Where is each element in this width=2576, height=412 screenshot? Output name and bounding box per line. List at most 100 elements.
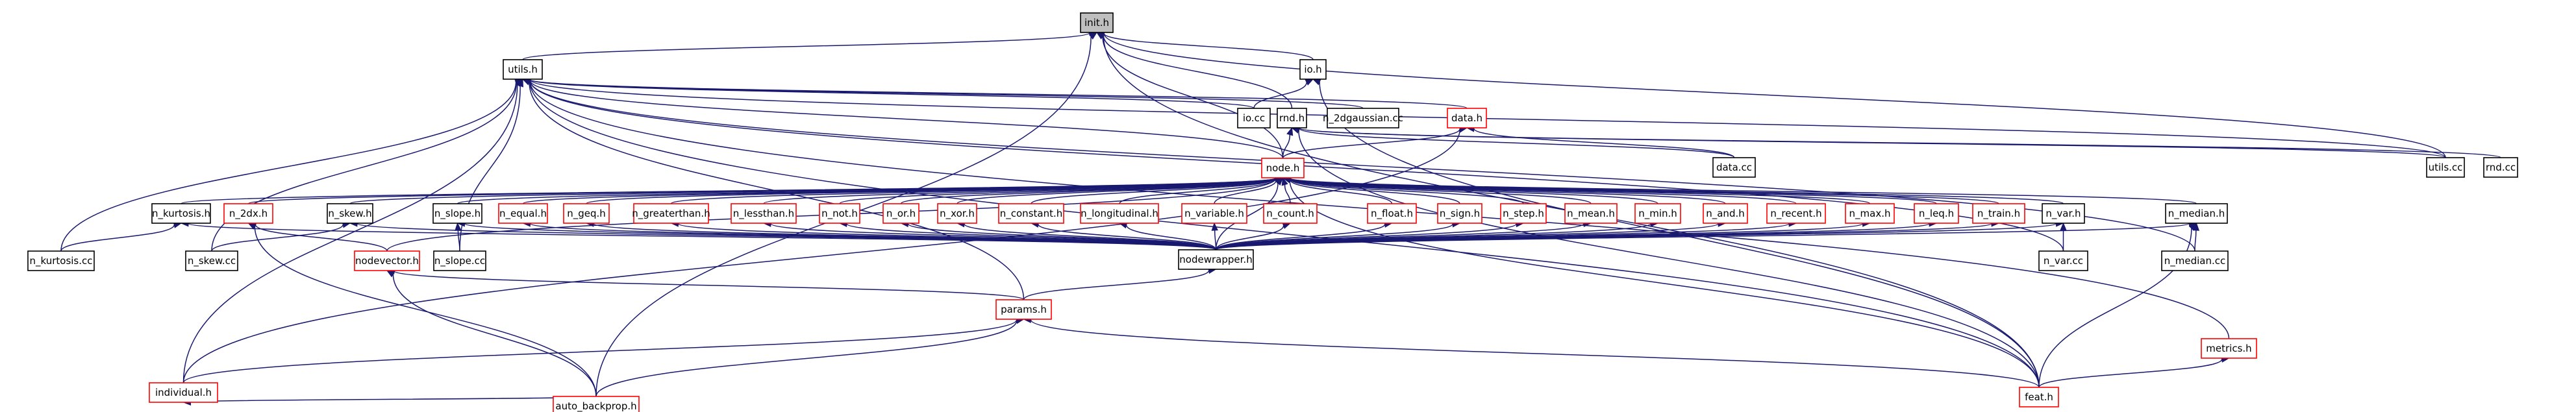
node-n-variable-h[interactable]: n_variable.h <box>1181 203 1247 224</box>
node-box <box>2042 203 2085 224</box>
node-n-mean-h[interactable]: n_mean.h <box>1564 203 1618 224</box>
node-data-h[interactable]: data.h <box>1447 108 1487 128</box>
node-n-constant-h[interactable]: n_constant.h <box>998 203 1064 224</box>
node-n-train-h[interactable]: n_train.h <box>1972 203 2025 224</box>
node-box <box>223 203 273 224</box>
edge-line <box>677 223 1217 250</box>
node-label: io.h <box>1304 64 1321 75</box>
node-n-min-h[interactable]: n_min.h <box>1634 203 1681 224</box>
node-box <box>553 396 640 412</box>
edge-line <box>255 224 388 252</box>
node-label: n_slope.h <box>434 208 481 220</box>
node-box <box>151 203 211 224</box>
node-n-sign-h[interactable]: n_sign.h <box>1437 203 1482 224</box>
node-n-var-h[interactable]: n_var.h <box>2042 203 2085 224</box>
edge-arrowhead <box>1088 32 1098 40</box>
edge-line <box>1289 179 1393 204</box>
edge-line <box>254 226 597 397</box>
edge-line <box>1253 82 1307 109</box>
node-n-xor-h[interactable]: n_xor.h <box>937 203 977 224</box>
node-label: n_or.h <box>886 208 916 220</box>
edge-utils-h-to-init-h <box>522 29 1098 60</box>
edge-line <box>529 79 1364 109</box>
node-n-kurtosis-h[interactable]: n_kurtosis.h <box>151 203 211 224</box>
node-io-cc[interactable]: io.cc <box>1237 108 1271 128</box>
node-label: n_variable.h <box>1184 208 1244 220</box>
node-n-max-h[interactable]: n_max.h <box>1845 203 1895 224</box>
node-label: individual.h <box>155 387 212 398</box>
node-n-equal-h[interactable]: n_equal.h <box>498 203 548 224</box>
node-label: node.h <box>1266 162 1300 174</box>
edge-line <box>1289 178 1592 204</box>
node-n-slope-h[interactable]: n_slope.h <box>432 203 482 224</box>
node-n-2dx-h[interactable]: n_2dx.h <box>223 203 273 224</box>
node-label: n_and.h <box>1706 208 1745 220</box>
node-n-recent-h[interactable]: n_recent.h <box>1766 203 1826 224</box>
edge-auto-backprop-h-to-nodevector-h <box>386 270 597 397</box>
node-n-skew-cc[interactable]: n_skew.cc <box>185 250 238 271</box>
node-n-float-h[interactable]: n_float.h <box>1367 203 1417 224</box>
edge-feat-h-to-params-h <box>1023 316 2040 388</box>
node-n-count-h[interactable]: n_count.h <box>1263 203 1318 224</box>
node-n-skew-h[interactable]: n_skew.h <box>327 203 373 224</box>
edge-n-slope-cc-to-n-slope-h <box>455 222 462 252</box>
node-n-and-h[interactable]: n_and.h <box>1703 203 1748 224</box>
node-label: feat.h <box>2025 391 2053 403</box>
node-individual-h[interactable]: individual.h <box>149 382 218 403</box>
node-n-median-cc[interactable]: n_median.cc <box>2161 250 2229 271</box>
edge-auto-backprop-h-to-individual-h <box>182 396 597 406</box>
edge-arrowhead <box>386 270 395 278</box>
edge-node-h-to-data-h <box>1282 125 1468 159</box>
node-n-geq-h[interactable]: n_geq.h <box>563 203 610 224</box>
node-n-var-cc[interactable]: n_var.cc <box>2038 250 2088 271</box>
node-n-step-h[interactable]: n_step.h <box>1500 203 1547 224</box>
node-nodewrapper-h[interactable]: nodewrapper.h <box>1178 249 1254 270</box>
node-utils-cc[interactable]: utils.cc <box>2426 157 2465 178</box>
edge-line <box>1214 180 1277 204</box>
node-n-leq-h[interactable]: n_leq.h <box>1914 203 1959 224</box>
node-n-lessthan-h[interactable]: n_lessthan.h <box>731 203 797 224</box>
node-label: data.cc <box>1716 162 1752 173</box>
node-box <box>27 250 95 271</box>
node-rnd-cc[interactable]: rnd.cc <box>2483 157 2518 178</box>
node-rnd-h[interactable]: rnd.h <box>1277 108 1307 128</box>
edge-line <box>529 80 2195 252</box>
edge-line <box>1215 223 1453 250</box>
node-node-h[interactable]: node.h <box>1261 158 1305 178</box>
node-label: n_mean.h <box>1567 208 1615 220</box>
node-n-kurtosis-cc[interactable]: n_kurtosis.cc <box>27 250 95 271</box>
edge-n-count-h-to-node-h <box>1281 176 1291 204</box>
node-box <box>1500 203 1547 224</box>
edge-line <box>1214 230 1217 250</box>
node-n-2dgaussian-cc[interactable]: n_2dgaussian.cc <box>1323 108 1403 128</box>
node-nodevector-h[interactable]: nodevector.h <box>354 250 420 271</box>
node-box <box>1972 203 2025 224</box>
edge-line <box>1031 178 1277 204</box>
edge-line <box>211 82 518 252</box>
edge-line <box>2194 230 2197 252</box>
node-io-h[interactable]: io.h <box>1299 59 1327 80</box>
node-data-cc[interactable]: data.cc <box>1712 157 1756 178</box>
node-params-h[interactable]: params.h <box>995 299 1052 320</box>
node-metrics-h[interactable]: metrics.h <box>2201 338 2257 359</box>
node-box <box>433 250 486 271</box>
node-box <box>432 203 482 224</box>
node-box <box>2483 157 2518 178</box>
node-utils-h[interactable]: utils.h <box>503 59 543 80</box>
node-label: n_slope.cc <box>434 255 485 267</box>
node-n-or-h[interactable]: n_or.h <box>882 203 919 224</box>
node-init-h[interactable]: init.h <box>1080 12 1114 33</box>
edge-line <box>60 224 175 252</box>
node-n-greaterthan-h[interactable]: n_greaterthan.h <box>632 203 710 224</box>
node-auto-backprop-h[interactable]: auto_backprop.h <box>553 396 640 412</box>
node-n-median-h[interactable]: n_median.h <box>2165 203 2228 224</box>
node-box <box>1299 59 1327 80</box>
node-n-longitudinal-h[interactable]: n_longitudinal.h <box>1080 203 1159 224</box>
node-n-slope-cc[interactable]: n_slope.cc <box>433 250 486 271</box>
node-feat-h[interactable]: feat.h <box>2019 387 2059 407</box>
node-box <box>731 203 797 224</box>
edge-arrowhead <box>2188 223 2197 231</box>
node-label: utils.h <box>508 64 538 75</box>
node-n-not-h[interactable]: n_not.h <box>819 203 860 224</box>
